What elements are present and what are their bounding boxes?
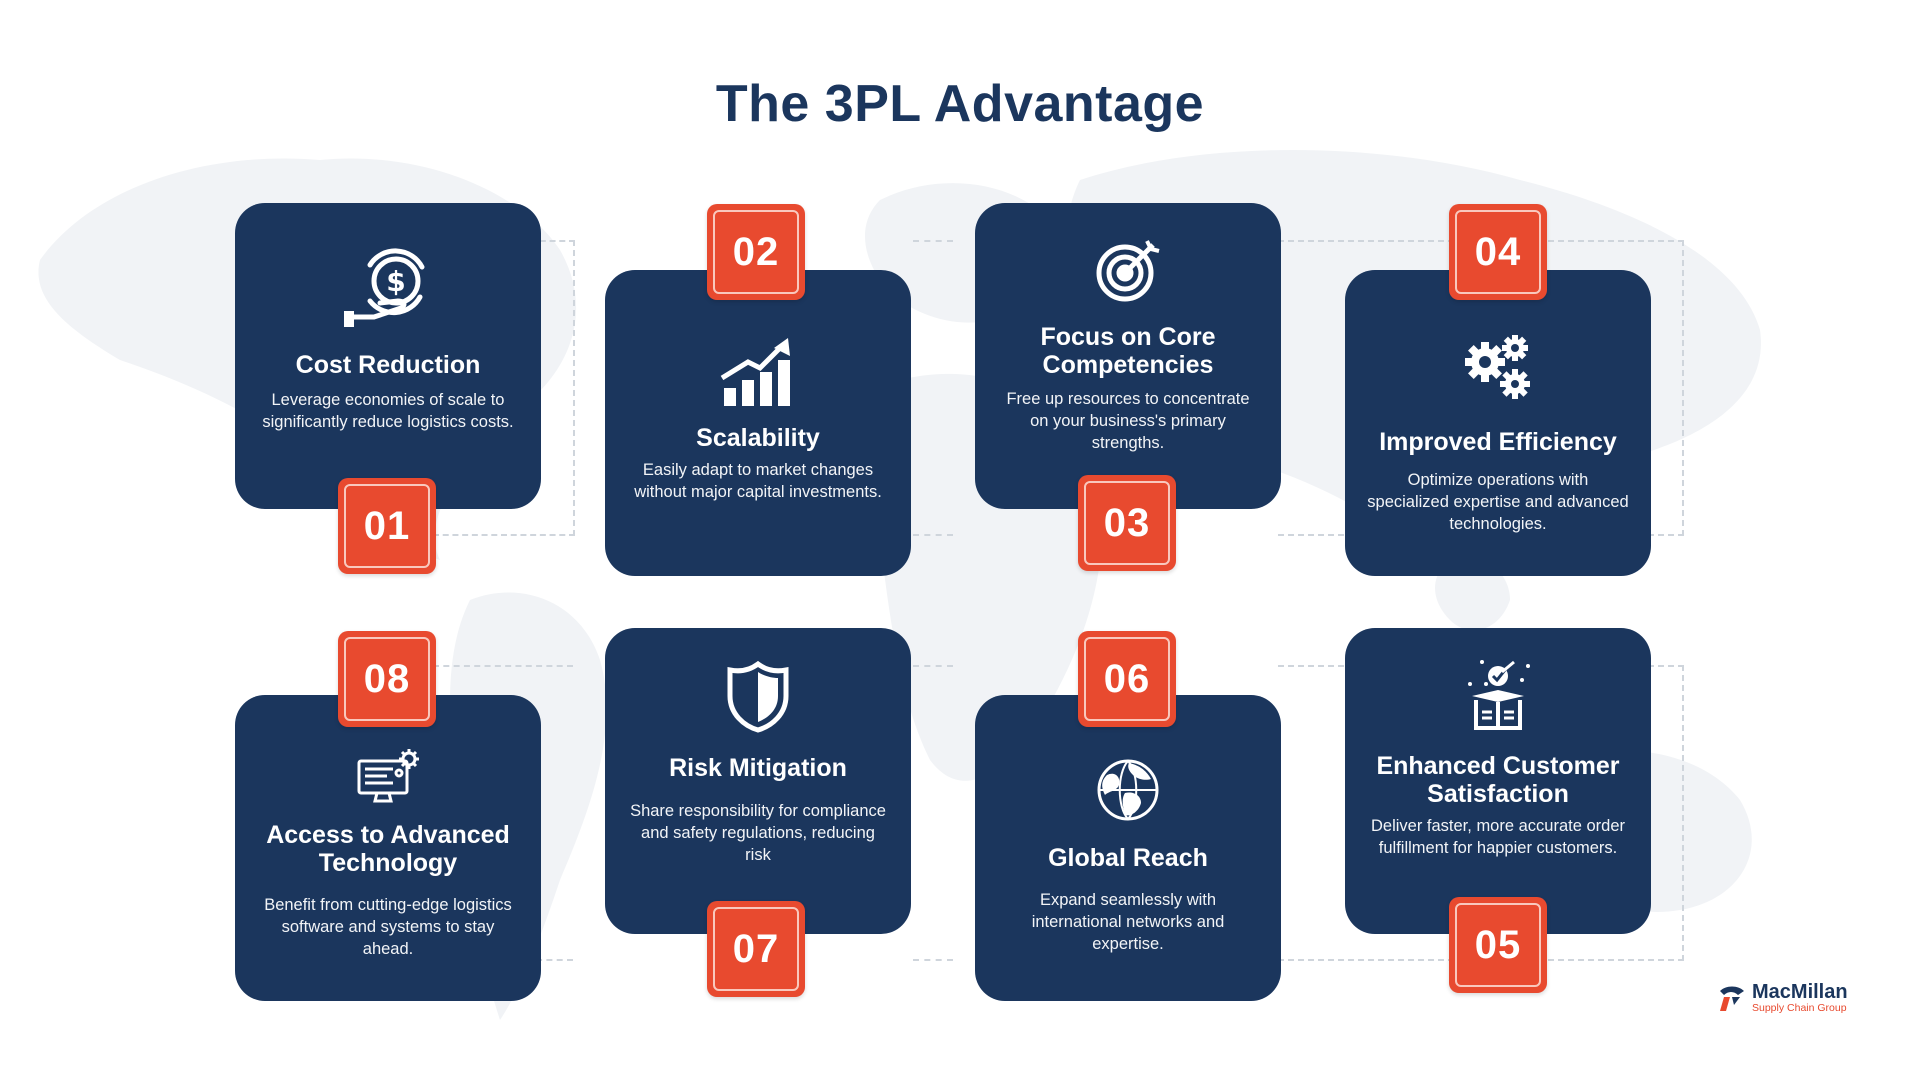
card-title: Improved Efficiency [1379,428,1617,456]
card-focus-core-competencies: Focus on Core Competencies Free up resou… [975,203,1281,509]
card-description: Leverage economies of scale to significa… [262,391,514,431]
card-title: Risk Mitigation [669,754,847,782]
card-description: Expand seamlessly with international net… [1031,891,1225,953]
number-badge: 07 [707,901,805,997]
card-title: Focus on Core Competencies [1040,323,1216,379]
card-description: Easily adapt to market changes without m… [634,461,882,501]
card-description: Share responsibility for compliance and … [630,802,886,864]
computer-gear-icon [235,747,541,807]
card-description: Benefit from cutting-edge logistics soft… [264,896,512,958]
growth-chart-icon [605,332,911,412]
brand-logo: MacMillan Supply Chain Group [1716,982,1848,1014]
svg-text:$: $ [386,265,405,298]
connector-top-middle [913,240,953,536]
card-title: Access to Advanced Technology [266,821,510,877]
number-badge: 04 [1449,204,1547,300]
macmillan-logo-icon [1720,986,1744,1011]
page-title: The 3PL Advantage [715,75,1205,133]
card-title: Cost Reduction [295,351,481,379]
card-scalability: Scalability Easily adapt to market chang… [605,270,911,576]
card-risk-mitigation: Risk Mitigation Share responsibility for… [605,628,911,934]
target-icon [975,235,1281,305]
card-title: Scalability [696,424,820,452]
card-cost-reduction: $ Cost Reduction Leverage economies of s… [235,203,541,509]
logo-name: MacMillan [1752,981,1848,1003]
number-badge: 01 [338,478,436,574]
card-title: Enhanced Customer Satisfaction [1376,752,1620,808]
connector-bottom-middle [913,665,953,961]
money-hand-icon: $ [235,247,541,331]
number-badge: 02 [707,204,805,300]
gears-icon [1345,332,1651,402]
card-global-reach: Global Reach Expand seamlessly with inte… [975,695,1281,1001]
number-badge: 06 [1078,631,1176,727]
card-title: Global Reach [1048,844,1208,872]
number-badge: 05 [1449,897,1547,993]
card-enhanced-customer-satisfaction: Enhanced Customer Satisfaction Deliver f… [1345,628,1651,934]
number-badge: 03 [1078,475,1176,571]
card-description: Deliver faster, more accurate order fulf… [1370,817,1626,857]
shield-icon [605,660,911,734]
card-description: Free up resources to concentrate on your… [1006,390,1250,452]
card-access-advanced-technology: Access to Advanced Technology Benefit fr… [235,695,541,1001]
globe-icon [975,757,1281,823]
box-check-icon [1345,654,1651,732]
card-improved-efficiency: Improved Efficiency Optimize operations … [1345,270,1651,576]
card-description: Optimize operations with specialized exp… [1367,471,1629,533]
logo-tagline: Supply Chain Group [1752,1002,1847,1014]
number-badge: 08 [338,631,436,727]
